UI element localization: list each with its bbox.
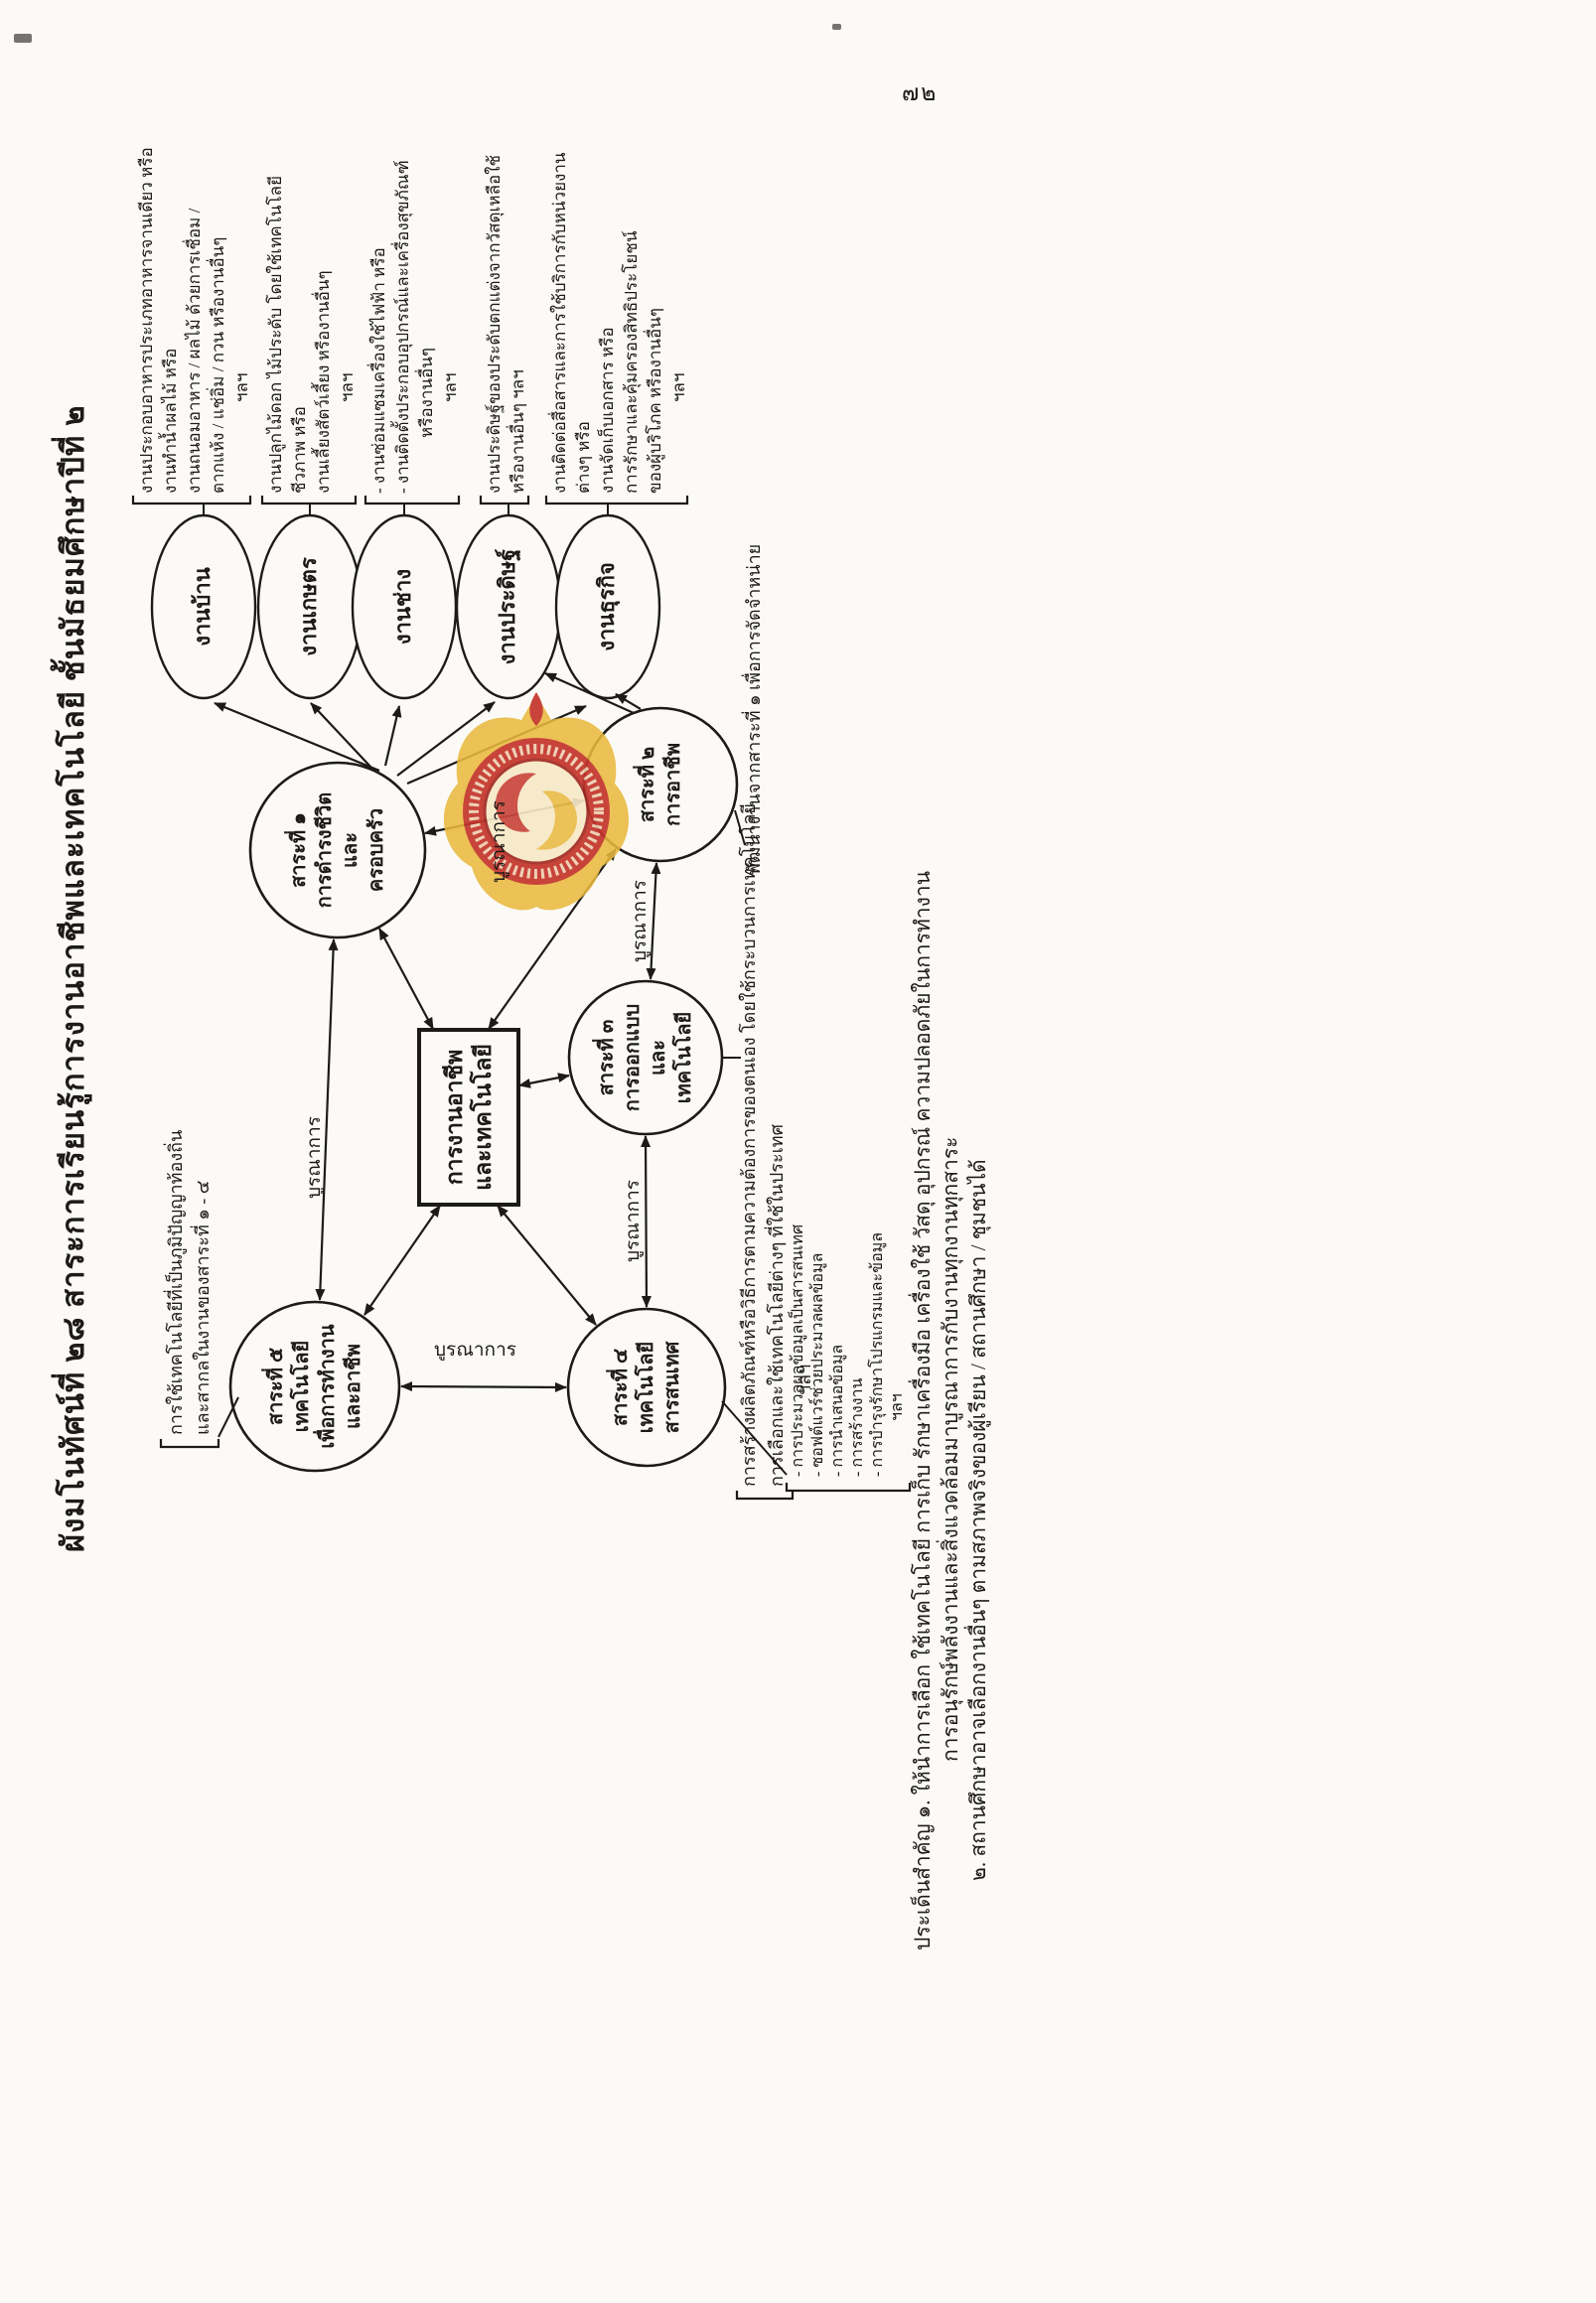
strand-5-circle bbox=[228, 1300, 401, 1473]
list-brackets bbox=[131, 496, 912, 1501]
detail-line: ฯลฯ bbox=[441, 372, 460, 402]
detail-line: งานประดิษฐ์ของประดับตกแต่งจากวัสดุเหลือใ… bbox=[485, 154, 504, 494]
detail-list-invent: งานประดิษฐ์ของประดับตกแต่งจากวัสดุเหลือใ… bbox=[483, 155, 530, 494]
detail-line: งานถนอมอาหาร / ผลไม้ ด้วยการเชื่อม / bbox=[185, 208, 204, 494]
detail-line: - ซอฟต์แวร์ช่วยประมวลผลข้อมูล bbox=[809, 1252, 826, 1477]
detail-line: หรืองานอื่นๆ bbox=[417, 348, 436, 438]
integration-label-s2-s3: บูรณาการ bbox=[630, 880, 651, 962]
core-subject-label: การงานอาชีพ และเทคโนโลยี bbox=[440, 1030, 498, 1205]
strand-1-line: ครอบครัว bbox=[365, 807, 387, 893]
oval-invent-label: งานประดิษฐ์ bbox=[495, 548, 519, 665]
oval-craft-label: งานช่าง bbox=[390, 568, 415, 646]
strand-5-line: เทคโนโลยี bbox=[291, 1340, 313, 1433]
strand-1-label: สาระที่ ๑ การดำรงชีวิต และ ครอบครัว bbox=[286, 763, 389, 937]
strand-2-label: สาระที่ ๒ การอาชีพ bbox=[635, 708, 686, 861]
strand-4-line: สาระที่ ๔ bbox=[610, 1348, 632, 1427]
detail-line: ฯลฯ bbox=[338, 372, 357, 402]
strand-3-line: เทคโนโลยี bbox=[673, 1011, 695, 1104]
strand-2-line: การอาชีพ bbox=[662, 742, 684, 827]
strand-3-line: การออกแบบ bbox=[622, 1003, 644, 1112]
detail-line: งานปลูกไม้ดอก ไม้ประดับ โดยใช้เทคโนโลยี bbox=[266, 175, 285, 494]
detail-line: การเลือกและใช้เทคโนโลยีต่างๆ ที่ใช้ในประ… bbox=[767, 1123, 787, 1487]
detail-line: - การสร้างงาน bbox=[849, 1377, 866, 1477]
stamp-flame bbox=[529, 692, 543, 726]
detail-line: และสากลในงานของสาระที่ ๑ - ๔ bbox=[193, 1180, 213, 1435]
detail-list-home: งานประกอบอาหารประเภทอาหารจานเดียว หรือ ง… bbox=[135, 147, 254, 494]
strand-1-line: การดำรงชีวิต bbox=[314, 792, 336, 909]
core-subject-line: การงานอาชีพ bbox=[442, 1049, 467, 1186]
integration-label-s3-s4: บูรณาการ bbox=[623, 1180, 644, 1262]
strand-4-line: เทคโนโลยี bbox=[636, 1341, 657, 1434]
core-subject-box bbox=[417, 1028, 520, 1207]
detail-line: ฯลฯ bbox=[669, 372, 688, 402]
oval-agri-label: งานเกษตร bbox=[296, 557, 321, 656]
detail-line: งานติดต่อสื่อสารและการใช้บริการกับหน่วยง… bbox=[550, 152, 569, 494]
detail-line: หรืองานอื่นๆ ฯลฯ bbox=[508, 369, 527, 494]
detail-line: ฯลฯ bbox=[232, 372, 251, 402]
strand-4-line: สารสนเทศ bbox=[661, 1341, 683, 1434]
scan-artifact bbox=[14, 34, 32, 43]
detail-list-agri: งานปลูกไม้ดอก ไม้ประดับ โดยใช้เทคโนโลยี … bbox=[264, 176, 360, 494]
watermark-stamp bbox=[442, 690, 631, 919]
detail-line: - การประมวลผลข้อมูลเป็นสารสนเทศ bbox=[790, 1223, 806, 1477]
integration-label-s5-s4: บูรณาการ bbox=[434, 1340, 516, 1361]
detail-line: ฯลฯ bbox=[889, 1393, 906, 1421]
strand-3-label: สาระที่ ๓ การออกแบบ และ เทคโนโลยี bbox=[594, 981, 697, 1134]
detail-line: การรักษาและคุ้มครองสิทธิประโยชน์ bbox=[622, 230, 641, 494]
strand-5-note: การใช้เทคโนโลยีที่เป็นภูมิปัญญาท้องถิ่น … bbox=[163, 1130, 217, 1435]
page-number: ๗๒ bbox=[902, 80, 939, 105]
detail-line: - งานติดตั้งประกอบอุปกรณ์และเครื่องสุขภั… bbox=[393, 160, 412, 494]
oval-biz-label: งานธุรกิจ bbox=[594, 562, 619, 651]
scan-artifact bbox=[832, 24, 841, 30]
detail-line: ชีวภาพ หรือ bbox=[290, 406, 309, 494]
strand-5-label: สาระที่ ๕ เทคโนโลยี เพื่อการทำงาน และอาช… bbox=[263, 1300, 366, 1473]
key-note-line-2: การอนุรักษ์พลังงานและสิ่งแวดล้อมมาบูรณาก… bbox=[939, 1136, 962, 1762]
detail-line: งานจัดเก็บเอกสาร หรือ bbox=[598, 327, 617, 494]
figure-title: ผังมโนทัศน์ที่ ๒๘ สาระการเรียนรู้การงานอ… bbox=[56, 404, 90, 1552]
strand-5-line: สาระที่ ๕ bbox=[265, 1347, 287, 1426]
detail-line: งานเลี้ยงสัตว์เลี้ยง หรืองานอื่นๆ bbox=[314, 270, 333, 494]
detail-line: การใช้เทคโนโลยีที่เป็นภูมิปัญญาท้องถิ่น bbox=[166, 1129, 186, 1435]
strand-3-line: สาระที่ ๓ bbox=[596, 1019, 618, 1096]
key-note-line-3: ๒. สถานศึกษาอาจเลือกงานอื่นๆ ตามสภาพจริง… bbox=[966, 1159, 990, 1881]
integration-label-s1-s2: บูรณาการ bbox=[489, 800, 509, 883]
leader-lines bbox=[203, 504, 788, 1476]
strand-1-circle bbox=[248, 761, 427, 939]
strand-2-line: สาระที่ ๒ bbox=[637, 746, 658, 823]
strand-1-line: และ bbox=[340, 832, 362, 868]
integration-arrows bbox=[315, 797, 661, 1392]
detail-line: ตากแห้ง / แช่อิ่ม / กวน หรืองานอื่นๆ bbox=[209, 236, 227, 494]
detail-line: - การนำเสนอข้อมูล bbox=[829, 1344, 846, 1477]
detail-line: งานประกอบอาหารประเภทอาหารจานเดียว หรือ bbox=[137, 147, 156, 494]
strand-5-line: และอาชีพ bbox=[343, 1344, 364, 1429]
detail-list-biz: งานติดต่อสื่อสารและการใช้บริการกับหน่วยง… bbox=[548, 152, 691, 494]
strand-5-line: เพื่อการทำงาน bbox=[317, 1324, 339, 1449]
oval-home-label: งานบ้าน bbox=[190, 567, 215, 647]
detail-line: การสร้างผลิตภัณฑ์หรือวิธีการตามความต้องก… bbox=[739, 803, 759, 1487]
detail-line: - งานซ่อมแซมเครื่องใช้ไฟฟ้า หรือ bbox=[369, 247, 388, 494]
strand-3-line: และ bbox=[648, 1040, 669, 1076]
detail-line: งานทำน้ำผลไม้ หรือ bbox=[161, 348, 180, 494]
detail-line: ของผู้บริโภค หรืองานอื่นๆ bbox=[646, 308, 664, 494]
key-note-line-1: ประเด็นสำคัญ ๑. ให้นำการเลือก ใช้เทคโนโล… bbox=[911, 870, 935, 1950]
detail-list-craft: - งานซ่อมแซมเครื่องใช้ไฟฟ้า หรือ - งานติ… bbox=[367, 160, 463, 494]
strand-1-line: สาระที่ ๑ bbox=[288, 812, 310, 888]
core-subject-line: และเทคโนโลยี bbox=[471, 1044, 496, 1191]
detail-line: ต่างๆ หรือ bbox=[574, 421, 593, 494]
detail-line: - การบำรุงรักษาโปรแกรมและข้อมูล bbox=[869, 1231, 886, 1477]
strand-4-label: สาระที่ ๔ เทคโนโลยี สารสนเทศ bbox=[608, 1308, 685, 1467]
strand-4-list: - การประมวลผลข้อมูลเป็นสารสนเทศ - ซอฟต์แ… bbox=[789, 1224, 908, 1477]
integration-label-s1-s5: บูรณาการ bbox=[304, 1116, 325, 1199]
strand-4-circle bbox=[566, 1307, 727, 1468]
